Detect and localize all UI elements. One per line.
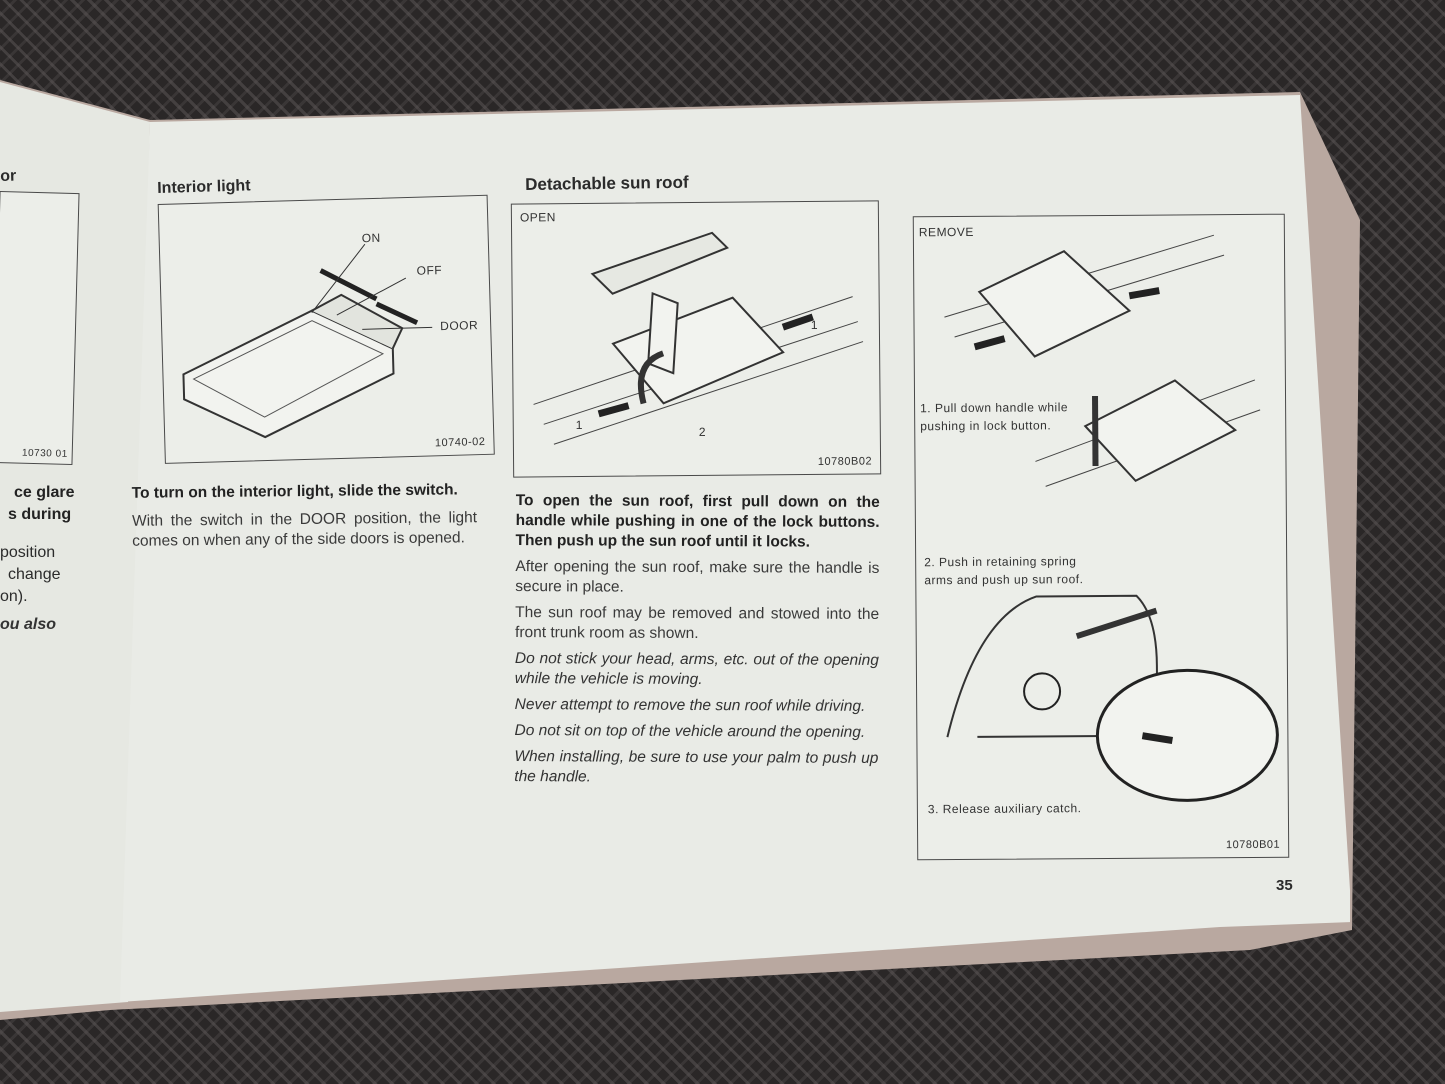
section-title: Interior light [157,177,251,197]
step-text: 2. Push in retaining spring arms and pus… [924,554,1084,588]
left-figure: 10730 01 [0,190,80,466]
sun-roof-text: To open the sun roof, first pull down on… [514,491,880,789]
left-figure-code: 10730 01 [21,447,68,460]
sun-roof-open-figure: OPEN 1 1 2 10780B02 [510,200,882,478]
caution: When installing, be sure to use your pal… [514,748,879,786]
left-text-line: change [8,566,61,583]
label-on: ON [361,230,381,246]
paragraph: The sun roof may be removed and stowed i… [514,604,880,643]
caution: Never attempt to remove the sun roof whi… [514,696,866,715]
left-text-line: on). [0,588,28,605]
arrow-icon [1075,607,1158,640]
instruction-text: To turn on the interior light, slide the… [131,481,458,502]
step-text: 3. Release auxiliary catch. [927,801,1082,817]
callout: 1 [810,317,819,332]
interior-light-drawing [182,243,433,439]
description-text: With the switch in the DOOR position, th… [131,509,478,550]
caution: Do not sit on top of the vehicle around … [514,722,866,741]
interior-light-section: Interior light ON OFF DOOR 10740-02 [157,177,495,464]
step-text: 1. Pull down handle while pushing in loc… [920,400,1069,434]
left-text: ce glare s during position change on). o… [0,482,74,636]
left-header-fragment: or [0,167,17,185]
remove-figure: REMOVE 1. Pull down handle while pushing… [912,213,1290,861]
left-text-line: ou also [0,616,57,633]
double-arrow-icon [375,301,419,326]
instruction-text: To open the sun roof, first pull down on… [515,492,880,551]
label-door: DOOR [439,318,479,334]
remove-drawing [944,234,1279,802]
double-arrow-icon [319,268,378,302]
paragraph: After opening the sun roof, make sure th… [515,558,880,596]
left-text-line: position [0,544,56,561]
figure-code: 10780B01 [1225,838,1281,852]
sun-roof-handle-drawing [533,231,864,445]
section-title: Detachable sun roof [525,172,689,194]
caution: Do not stick your head, arms, etc. out o… [514,650,879,689]
arrow-icon [973,335,1006,351]
arrow-icon [1141,732,1173,744]
arrow-icon [1128,287,1160,300]
arrow-icon [781,313,814,331]
arrow-icon [597,402,630,418]
page-number: 35 [1276,877,1293,894]
callout: 2 [698,424,707,439]
label-off: OFF [416,263,443,278]
left-text-line: s during [8,506,72,523]
sun-roof-section: Detachable sun roof [525,173,689,195]
callout: 1 [575,417,583,433]
interior-light-figure: ON OFF DOOR 10740-02 [157,194,495,464]
figure-code: 10780B02 [817,455,873,468]
interior-light-text: To turn on the interior light, slide the… [132,480,478,552]
figure-code: 10740-02 [434,435,486,450]
left-text-line: ce glare [14,484,75,501]
